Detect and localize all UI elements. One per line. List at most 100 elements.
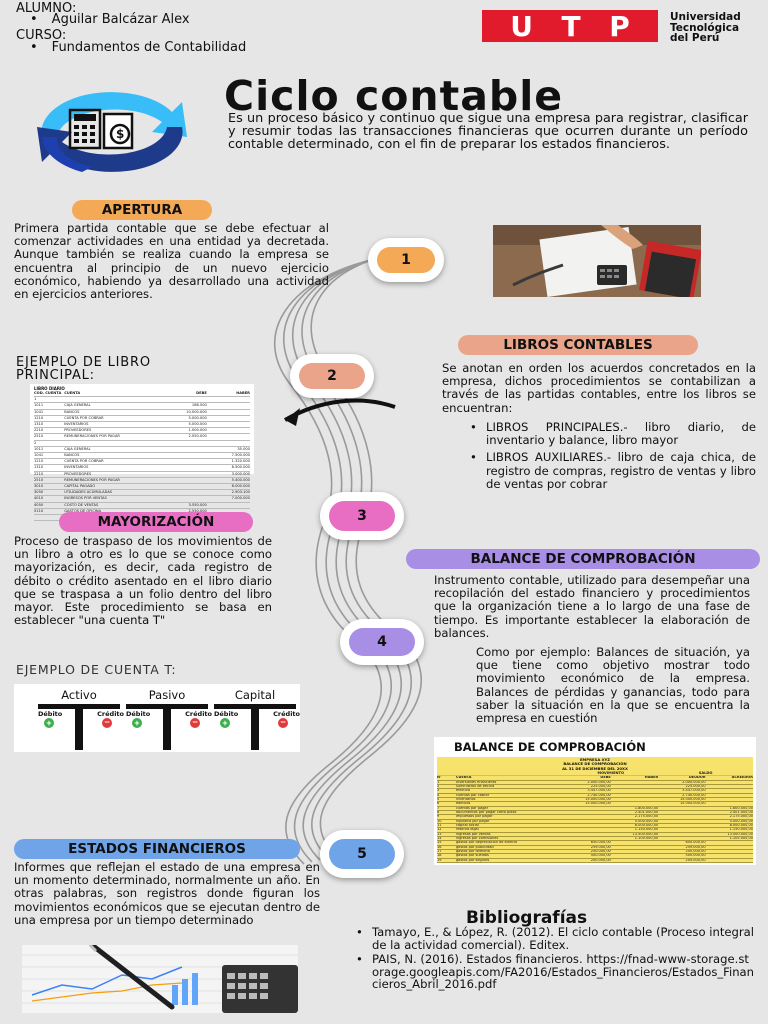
table-cell <box>658 815 705 818</box>
table-cell: documentos por pagar corto plazo <box>455 810 517 814</box>
table-cell: 1.320.000 <box>231 459 250 464</box>
table-cell <box>563 811 610 814</box>
table-cell: 13.500.000,00 <box>632 832 659 836</box>
table-cell: hipoteca por pagar <box>455 819 490 823</box>
table-cell: 15.000.000,00 <box>679 802 706 806</box>
mayorizacion-heading: MAYORIZACIÓN <box>59 512 253 532</box>
table-cell: 5 <box>437 797 440 801</box>
table-cell <box>64 397 163 402</box>
table-cell <box>207 422 250 427</box>
table-cell <box>706 846 753 849</box>
libros-auxiliares-item: LIBROS AUXILIARES.- libro de caja chica,… <box>466 451 756 491</box>
table-cell <box>563 815 610 818</box>
table-cell: 3.447.000,00 <box>682 789 706 793</box>
table-cell: gastos por publicidad <box>455 845 494 849</box>
table-cell <box>611 789 658 792</box>
table-cell: edificios <box>455 802 471 806</box>
bibliografia-title: Bibliografías <box>466 908 588 928</box>
table-cell: 1011 <box>34 446 44 451</box>
table-cell <box>164 441 207 446</box>
table-cell: 2.000.000,00 <box>587 780 611 784</box>
table-cell <box>207 403 250 408</box>
table-cell: 1041 <box>34 453 44 458</box>
table-cell <box>611 846 658 849</box>
utp-logo: U T P <box>482 10 658 43</box>
table-cell: 2 <box>437 784 440 788</box>
table-cell: 1.800.000,00 <box>634 806 659 810</box>
bibliografia-item: Tamayo, E., & López, R. (2012). El ciclo… <box>352 926 754 951</box>
table-cell <box>207 428 250 433</box>
table-cell: suministros de oficina <box>455 784 495 788</box>
table-cell: HABER <box>236 391 250 395</box>
credit-label: Crédito <box>97 710 124 718</box>
table-cell <box>563 807 610 810</box>
table-cell <box>207 441 250 446</box>
table-cell: 15.000.000,00 <box>585 797 611 801</box>
table-cell: 259.000,00 <box>590 845 611 849</box>
table-cell: 1210 <box>34 415 44 420</box>
alumno-name: Aguilar Balcázar Alex <box>30 12 190 27</box>
table-cell: 7.000.000 <box>231 496 250 501</box>
table-cell <box>164 465 207 470</box>
step-5-number: 5 <box>329 839 395 869</box>
table-cell: 4010 <box>34 496 44 501</box>
table-cell: 3010 <box>34 484 44 489</box>
office-desk-photo <box>493 225 701 297</box>
table-cell: 3.447.000,00 <box>587 789 611 793</box>
table-cell: 17 <box>437 850 442 854</box>
table-cell <box>611 802 658 805</box>
svg-text:$: $ <box>116 127 124 141</box>
table-cell <box>611 859 658 862</box>
t-account-title: Pasivo <box>148 688 186 702</box>
estados-heading: ESTADOS FINANCIEROS <box>14 839 300 859</box>
table-cell: 2.401.000,00 <box>634 810 659 814</box>
table-cell: 200.000,00 <box>590 858 611 862</box>
table-cell: 14 <box>437 837 442 841</box>
table-cell: 11 <box>437 824 442 827</box>
credit-label: Crédito <box>185 710 212 718</box>
table-cell: INGRESOS POR VENTAS <box>64 496 107 501</box>
table-cell <box>164 453 207 458</box>
table-row: 1 <box>34 397 250 404</box>
table-cell: 1.105.000,00 <box>729 837 753 841</box>
ejemplo-cuenta-label: EJEMPLO DE CUENTA T: <box>16 662 177 677</box>
debit-label: Débito <box>214 710 239 718</box>
t-account: Pasivo Débito Crédito + − <box>126 688 212 750</box>
table-cell: 2.401.000,00 <box>729 810 753 814</box>
table-cell: 2210 <box>34 428 44 433</box>
table-cell: 1210 <box>34 459 44 464</box>
table-cell: 5.000.000,00 <box>634 819 659 823</box>
table-cell: 19 <box>437 858 442 862</box>
table-cell: COD. CUENTA <box>34 391 62 395</box>
table-cell: 2210 <box>34 471 44 476</box>
table-cell: capital social <box>455 824 479 827</box>
table-cell: CUENTA POR COBRAR <box>64 415 104 420</box>
table-cell: 225.000,00 <box>590 784 611 788</box>
curso-name: Fundamentos de Contabilidad <box>30 40 247 55</box>
table-cell <box>706 802 753 805</box>
table-cell <box>164 484 207 489</box>
libros-principales-item: LIBROS PRINCIPALES.- libro diario, de in… <box>466 420 756 447</box>
table-cell: 2.903.100 <box>231 490 250 495</box>
table-cell: 2510 <box>34 434 44 439</box>
t-account-stem <box>163 704 171 750</box>
table-cell: REMUNERACIONES POR PAGAR <box>64 434 120 439</box>
table-cell: 4 <box>437 793 440 797</box>
step-3-marker: 3 <box>320 492 404 540</box>
table-cell: HABER <box>644 776 659 780</box>
